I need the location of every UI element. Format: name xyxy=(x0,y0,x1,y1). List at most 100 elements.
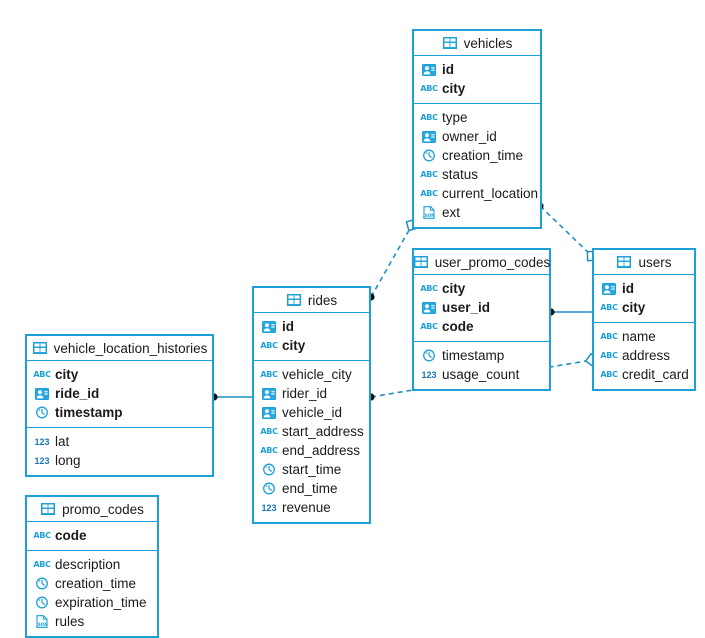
table-title[interactable]: users xyxy=(594,250,694,275)
column-name: ride_id xyxy=(55,386,100,401)
column-name: id xyxy=(282,319,294,334)
column-name: end_time xyxy=(282,481,338,496)
column-name: rider_id xyxy=(282,386,328,401)
key-person-icon xyxy=(601,282,617,296)
abc-type-icon: ABC xyxy=(420,189,438,198)
abc-type-icon: ABC xyxy=(420,113,438,122)
column-name: ext xyxy=(442,205,461,220)
column-name: current_location xyxy=(442,186,539,201)
column-name: end_address xyxy=(282,443,361,458)
table-title[interactable]: vehicles xyxy=(414,31,540,56)
column-row[interactable]: creation_time xyxy=(414,146,540,165)
abc-type-icon: ABC xyxy=(420,170,438,179)
column-name: expiration_time xyxy=(55,595,147,610)
column-name: long xyxy=(55,453,81,468)
column-row[interactable]: start_time xyxy=(254,460,369,479)
column-name: rules xyxy=(55,614,85,629)
column-name: vehicle_city xyxy=(282,367,352,382)
column-name: start_address xyxy=(282,424,364,439)
clock-icon xyxy=(421,149,437,163)
table-title[interactable]: vehicle_location_histories xyxy=(27,336,212,361)
clock-icon xyxy=(34,577,50,591)
column-name: owner_id xyxy=(442,129,497,144)
column-row[interactable]: timestamp xyxy=(27,403,212,422)
column-row[interactable]: owner_id xyxy=(414,127,540,146)
table-title[interactable]: promo_codes xyxy=(27,497,157,522)
column-name: city xyxy=(622,300,646,315)
key-person-icon xyxy=(261,406,277,420)
json-icon: JSON xyxy=(421,206,437,220)
table-title[interactable]: user_promo_codes xyxy=(413,250,550,275)
table-name: users xyxy=(638,254,672,270)
key-person-icon xyxy=(261,320,277,334)
column-row[interactable]: creation_time xyxy=(27,574,157,593)
number-type-icon: 123 xyxy=(34,436,50,447)
column-row[interactable]: id xyxy=(414,60,540,79)
column-row[interactable]: id xyxy=(594,279,694,298)
column-name: usage_count xyxy=(442,367,520,382)
table-icon xyxy=(413,255,429,269)
clock-icon xyxy=(261,463,277,477)
table-name: rides xyxy=(307,292,338,308)
column-row[interactable]: ride_id xyxy=(27,384,212,403)
abc-type-icon: ABC xyxy=(600,332,618,341)
column-row[interactable]: timestamp xyxy=(414,346,549,365)
relationship-vehicle_location_histories-to-rides[interactable] xyxy=(210,393,252,401)
column-name: code xyxy=(55,528,87,543)
column-name: name xyxy=(622,329,656,344)
relationship-rides-to-vehicles[interactable] xyxy=(367,218,419,301)
column-row[interactable]: end_time xyxy=(254,479,369,498)
column-name: description xyxy=(55,557,121,572)
column-name: revenue xyxy=(282,500,331,515)
column-row[interactable]: id xyxy=(254,317,369,336)
column-row[interactable]: ABC name xyxy=(594,327,694,346)
clock-icon xyxy=(34,596,50,610)
table-name: vehicles xyxy=(463,35,513,51)
clock-icon xyxy=(421,349,437,363)
column-row[interactable]: user_id xyxy=(414,298,549,317)
column-row[interactable]: expiration_time xyxy=(27,593,157,612)
column-row[interactable]: ABC current_location xyxy=(414,184,540,203)
column-row[interactable]: vehicle_id xyxy=(254,403,369,422)
table-title[interactable]: rides xyxy=(254,288,369,313)
column-row[interactable]: JSON ext xyxy=(414,203,540,222)
table-name: promo_codes xyxy=(62,501,144,517)
column-name: user_id xyxy=(442,300,491,315)
relationship-user_promo_codes-to-users[interactable] xyxy=(547,308,592,316)
column-row[interactable]: rider_id xyxy=(254,384,369,403)
table-icon xyxy=(32,341,48,355)
